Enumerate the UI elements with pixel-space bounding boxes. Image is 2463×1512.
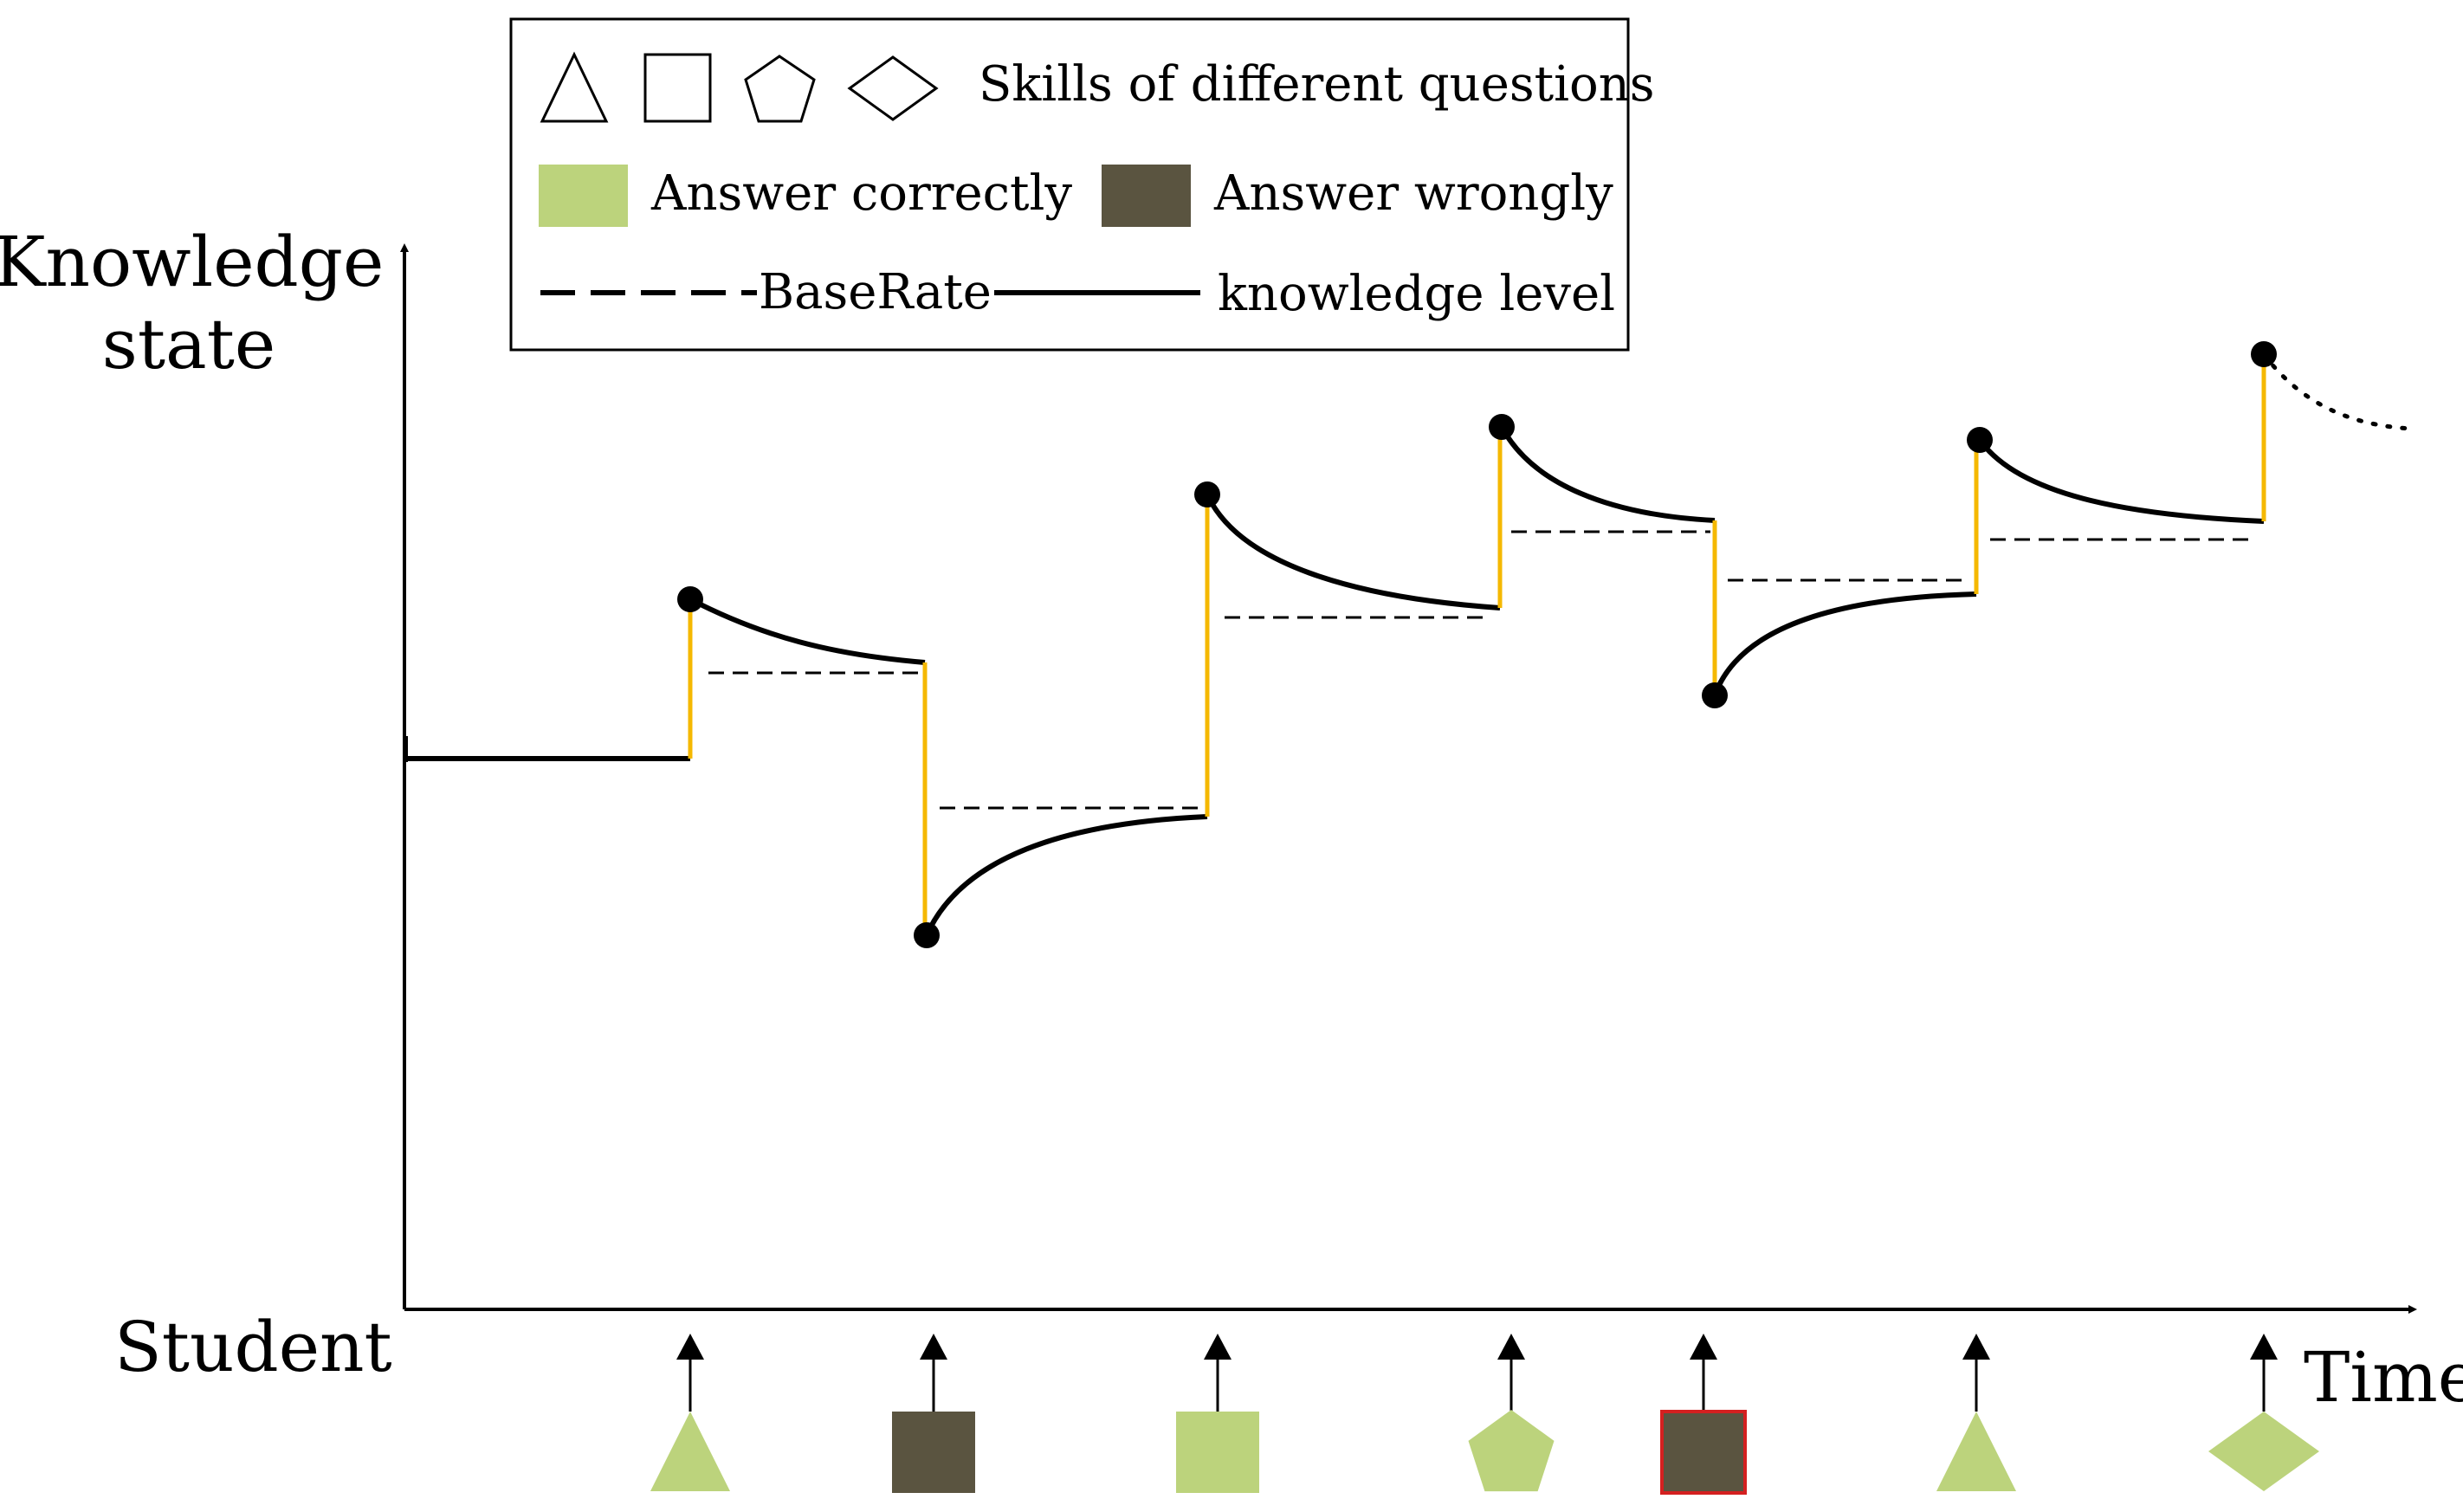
arrowhead-icon: [920, 1334, 947, 1360]
recovery-curve: [1712, 591, 1977, 697]
diamond-icon: [847, 55, 939, 121]
future-decay-curve: [2261, 352, 2415, 431]
wrong-swatch: [1102, 165, 1191, 227]
legend-skills-label: Skills of different questions: [979, 56, 1655, 113]
student-label: Student: [114, 1307, 392, 1387]
legend-knowledge-label: knowledge level: [1218, 266, 1615, 322]
correct-swatch: [539, 165, 628, 227]
diamond-correct-icon: [2208, 1412, 2319, 1491]
arrowhead-icon: [1497, 1334, 1525, 1360]
knowledge-point: [2251, 341, 2277, 367]
square-wrong-icon: [892, 1412, 975, 1493]
decay-curve: [1499, 425, 1716, 523]
pentagon-icon: [744, 55, 816, 123]
decay-curve: [1205, 493, 1501, 611]
legend-wrong-label: Answer wrongly: [1213, 165, 1613, 222]
knowledge-point: [914, 922, 940, 948]
knowledge-point: [1194, 481, 1220, 507]
decay-curve: [1977, 438, 2265, 524]
triangle-icon: [540, 51, 609, 123]
x-axis-label: Time: [2304, 1337, 2463, 1418]
question-marker: [650, 1334, 730, 1491]
y-axis-label-line1: Knowledge: [0, 222, 384, 302]
square-wrong-icon: [1660, 1410, 1747, 1495]
pentagon-correct-icon: [1468, 1410, 1555, 1492]
question-marker: [1660, 1334, 1747, 1495]
recovery-curve: [924, 814, 1208, 937]
axes: Knowledge state Student Time: [0, 222, 2463, 1418]
knowledge-point: [1489, 414, 1515, 440]
arrowhead-icon: [1690, 1334, 1717, 1360]
arrowhead-icon: [1204, 1334, 1232, 1360]
question-sequence: [650, 1334, 2319, 1495]
legend-correct-label: Answer correctly: [650, 165, 1072, 222]
question-marker: [1936, 1334, 2016, 1491]
knowledge-point: [677, 586, 703, 612]
question-marker: [1176, 1334, 1259, 1493]
knowledge-point: [1702, 682, 1728, 708]
question-marker: [2208, 1334, 2319, 1491]
question-marker: [1468, 1334, 1555, 1492]
arrowhead-icon: [676, 1334, 704, 1360]
question-marker: [892, 1334, 975, 1493]
triangle-correct-icon: [650, 1412, 730, 1491]
knowledge-point: [1967, 427, 1993, 453]
arrowhead-icon: [2250, 1334, 2278, 1360]
arrowhead-icon: [1962, 1334, 1990, 1360]
y-axis-label-line2: state: [102, 304, 275, 384]
square-icon: [643, 53, 712, 123]
legend: Skills of different questions Answer cor…: [509, 17, 1655, 352]
square-correct-icon: [1176, 1412, 1259, 1493]
knowledge-level-curve: [404, 341, 2415, 948]
triangle-correct-icon: [1936, 1412, 2016, 1491]
legend-baserate-label: BaseRate: [759, 264, 992, 320]
decay-curve: [688, 597, 926, 665]
